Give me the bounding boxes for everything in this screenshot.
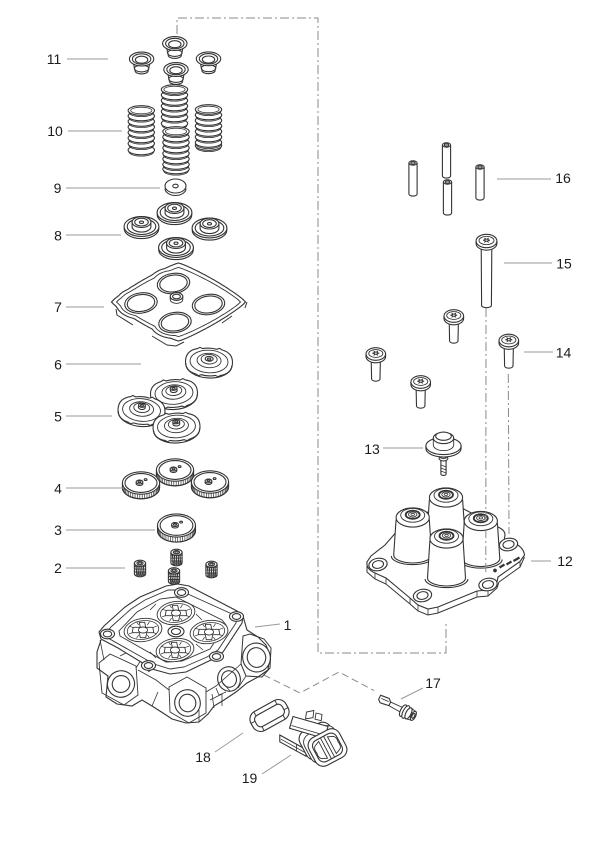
svg-text:14: 14 xyxy=(556,345,572,361)
svg-text:17: 17 xyxy=(425,675,441,691)
svg-text:8: 8 xyxy=(54,228,62,244)
svg-text:13: 13 xyxy=(364,441,380,457)
svg-text:3: 3 xyxy=(54,522,62,538)
svg-text:15: 15 xyxy=(556,256,572,272)
svg-text:4: 4 xyxy=(54,481,62,497)
svg-text:7: 7 xyxy=(54,299,62,315)
svg-text:12: 12 xyxy=(557,553,573,569)
svg-text:19: 19 xyxy=(242,770,258,786)
svg-text:16: 16 xyxy=(555,170,571,186)
svg-text:5: 5 xyxy=(54,409,62,425)
svg-text:1: 1 xyxy=(284,617,292,633)
svg-text:6: 6 xyxy=(54,357,62,373)
svg-text:18: 18 xyxy=(195,749,211,765)
svg-text:11: 11 xyxy=(47,51,62,67)
svg-text:10: 10 xyxy=(47,123,63,139)
svg-text:2: 2 xyxy=(54,560,62,576)
svg-text:9: 9 xyxy=(54,180,62,196)
